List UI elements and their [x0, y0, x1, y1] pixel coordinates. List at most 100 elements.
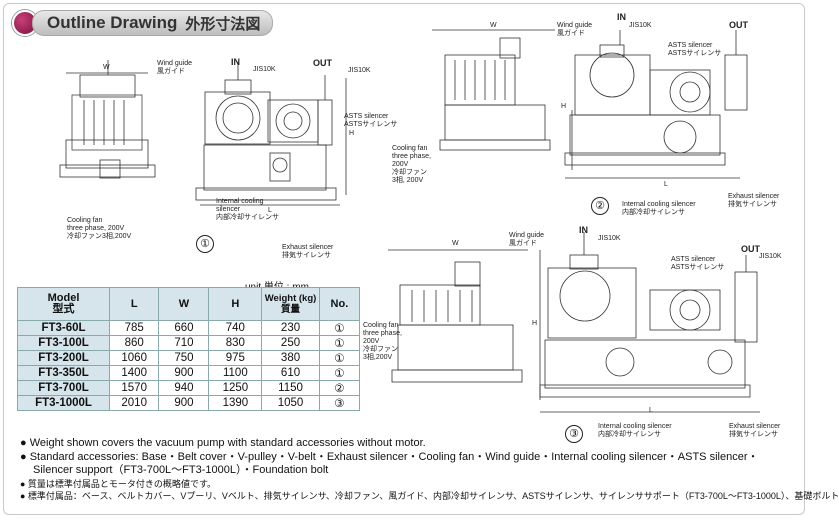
- fig1-in-label: IN: [231, 57, 240, 67]
- note-accessories-en: ● Standard accessories: Base・Belt cover・…: [20, 450, 759, 463]
- cell-h: 1250: [208, 380, 263, 396]
- cell-weight: 1050: [261, 395, 320, 411]
- table-row: FT3-100L 860 710 830 250 ①: [16, 335, 361, 351]
- fig1-out-label: OUT: [313, 58, 332, 68]
- fig1-dim-w: W: [103, 64, 110, 71]
- fig2-dim-h: H: [561, 103, 567, 110]
- cell-weight: 610: [261, 365, 320, 381]
- fig3-in-label: IN: [579, 225, 588, 235]
- table-row: FT3-700L 1570 940 1250 1150 ②: [16, 380, 361, 396]
- table-row: FT3-200L 1060 750 975 380 ①: [16, 350, 361, 366]
- cell-model: FT3-200L: [16, 350, 111, 366]
- fig2-out-label: OUT: [729, 20, 748, 30]
- cell-no: ①: [318, 320, 361, 336]
- table-row: FT3-350L 1400 900 1100 610 ①: [16, 365, 361, 381]
- fig3-out-label: OUT: [741, 244, 760, 254]
- header-pill: Outline Drawing 外形寸法図: [32, 10, 274, 36]
- cell-no: ①: [318, 350, 361, 366]
- section-header: Outline Drawing 外形寸法図: [12, 10, 274, 36]
- outline-drawings: [59, 29, 760, 413]
- col-h: H: [208, 287, 263, 321]
- cell-l: 1570: [109, 380, 160, 396]
- figure1-drawing: [59, 60, 347, 206]
- fig2-dim-l: L: [664, 181, 668, 188]
- cell-no: ③: [318, 395, 361, 411]
- cell-no: ①: [318, 365, 361, 381]
- cell-h: 830: [208, 335, 263, 351]
- fig3-dim-h: H: [532, 320, 538, 327]
- table-row: FT3-60L 785 660 740 230 ①: [16, 320, 361, 336]
- fig3-number: ③: [565, 425, 583, 443]
- col-l: L: [109, 287, 160, 321]
- cell-l: 1400: [109, 365, 160, 381]
- cell-w: 660: [158, 320, 210, 336]
- cell-w: 750: [158, 350, 210, 366]
- title-en: Outline Drawing: [47, 13, 178, 32]
- cell-no: ②: [318, 380, 361, 396]
- fig2-in-label: IN: [617, 12, 626, 22]
- col-no: No.: [318, 287, 361, 321]
- note-weight-en: ● Weight shown covers the vacuum pump wi…: [20, 437, 426, 449]
- cell-model: FT3-100L: [16, 335, 111, 351]
- cell-w: 900: [158, 395, 210, 411]
- cell-weight: 380: [261, 350, 320, 366]
- cell-l: 785: [109, 320, 160, 336]
- fig3-dim-l: L: [649, 407, 653, 414]
- cell-h: 1390: [208, 395, 263, 411]
- note-accessories-en-cont: Silencer support（FT3-700L～FT3-1000L）・Fou…: [33, 464, 329, 476]
- cell-h: 740: [208, 320, 263, 336]
- cell-h: 1100: [208, 365, 263, 381]
- figure3-drawing: [388, 232, 760, 413]
- cell-model: FT3-700L: [16, 380, 111, 396]
- cell-w: 940: [158, 380, 210, 396]
- fig1-dim-l: L: [268, 207, 272, 214]
- cell-w: 710: [158, 335, 210, 351]
- cell-model: FT3-60L: [16, 320, 111, 336]
- fig1-number: ①: [196, 235, 214, 253]
- page-frame: [3, 3, 805, 515]
- cell-model: FT3-1000L: [16, 395, 111, 411]
- cell-w: 900: [158, 365, 210, 381]
- cell-weight: 1150: [261, 380, 320, 396]
- fig3-jis-label: JIS10K: [598, 235, 621, 242]
- col-w: W: [158, 287, 210, 321]
- note-weight-jp: ● 質量は標準付属品とモータ付きの概略値です。: [20, 478, 217, 489]
- cell-l: 860: [109, 335, 160, 351]
- title-jp: 外形寸法図: [185, 15, 261, 33]
- notes: ● Weight shown covers the vacuum pump wi…: [20, 437, 839, 502]
- fig1-jis-out-label: JIS10K: [348, 67, 371, 74]
- cell-h: 975: [208, 350, 263, 366]
- table-row: FT3-1000L 2010 900 1390 1050 ③: [16, 395, 361, 411]
- col-weight: Weight (kg)質量: [261, 287, 320, 321]
- fig1-dim-h: H: [349, 130, 355, 137]
- cell-model: FT3-350L: [16, 365, 111, 381]
- fig2-number: ②: [591, 197, 609, 215]
- fig3-jis-out-label: JIS10K: [759, 253, 782, 260]
- cell-weight: 250: [261, 335, 320, 351]
- cell-l: 2010: [109, 395, 160, 411]
- figure2-drawing: [432, 29, 748, 179]
- cell-weight: 230: [261, 320, 320, 336]
- fig2-jis-label: JIS10K: [629, 22, 652, 29]
- fig3-dim-w: W: [452, 240, 459, 247]
- fig2-dim-w: W: [490, 22, 497, 29]
- cell-no: ①: [318, 335, 361, 351]
- fig1-jis-in-label: JIS10K: [253, 66, 276, 73]
- cell-l: 1060: [109, 350, 160, 366]
